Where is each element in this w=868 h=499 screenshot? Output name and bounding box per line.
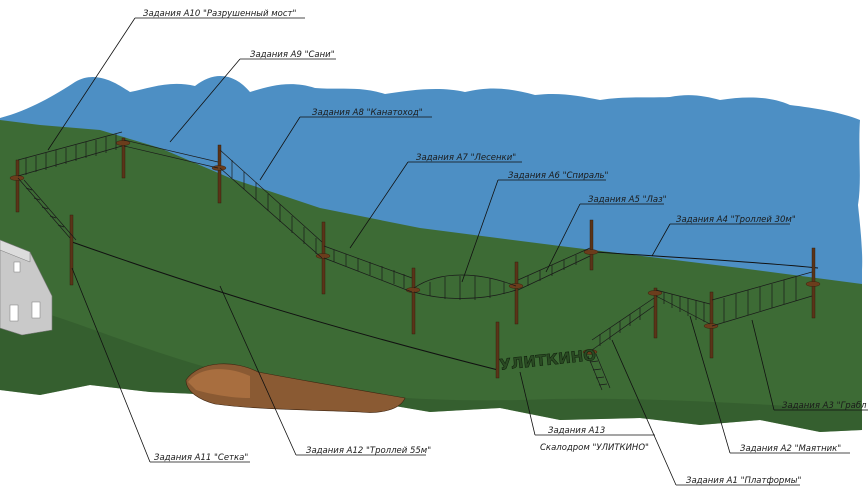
tunnel-pit xyxy=(185,363,406,413)
label-a2: Задания А2 "Маятник" xyxy=(740,444,841,454)
ground xyxy=(0,120,862,432)
label-a3: Задания А3 "Грабл xyxy=(782,401,867,411)
building xyxy=(0,239,53,336)
label-a8: Задания А8 "Канатоход" xyxy=(312,108,423,118)
label-a1: Задания А1 "Платформы" xyxy=(686,476,801,486)
label-a13-line1: Задания А13 xyxy=(548,426,605,436)
label-a12: Задания А12 "Троллей 55м" xyxy=(306,446,431,456)
task-labels: Задания А10 "Разрушенный мост" Задания А… xyxy=(143,9,867,486)
label-a13-line2: Скалодром "УЛИТКИНО" xyxy=(540,443,649,453)
trolley-30m-cable xyxy=(595,251,819,269)
ground-shadow xyxy=(0,300,862,432)
label-a9: Задания А9 "Сани" xyxy=(250,50,335,60)
label-a10: Задания А10 "Разрушенный мост" xyxy=(143,9,296,19)
label-a6: Задания А6 "Спираль" xyxy=(508,171,609,181)
label-a7: Задания А7 "Лесенки" xyxy=(416,153,516,163)
label-a11: Задания А11 "Сетка" xyxy=(154,453,248,463)
river xyxy=(0,75,863,285)
trolley-55m-cable xyxy=(71,241,499,371)
label-a4: Задания А4 "Троллей 30м" xyxy=(676,215,796,225)
platforms xyxy=(9,140,821,355)
leader-lines xyxy=(47,17,868,486)
bridges xyxy=(17,131,813,391)
label-a5: Задания А5 "Лаз" xyxy=(588,195,667,205)
